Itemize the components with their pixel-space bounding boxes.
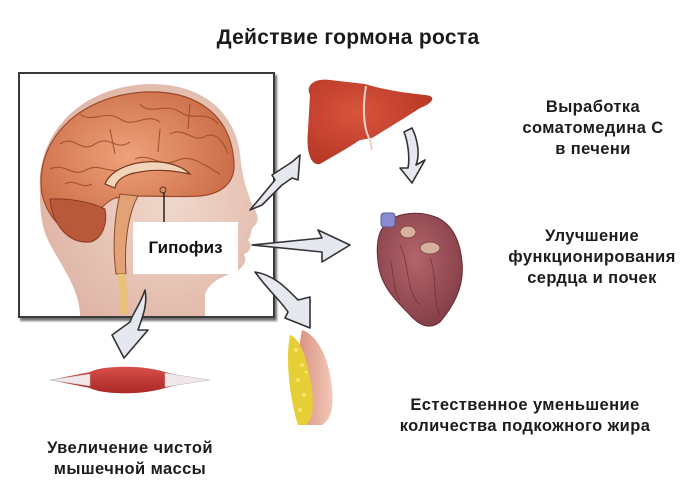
- caption-line: в печени: [555, 140, 631, 158]
- diagram-title: Действие гормона роста: [216, 26, 480, 49]
- caption-heart: Улучшение функционирования сердца и поче…: [488, 226, 696, 289]
- fat-tissue-icon: [287, 330, 333, 425]
- head-image-frame: [18, 72, 275, 318]
- caption-line: Выработка: [545, 98, 641, 116]
- caption-line: Улучшение: [544, 227, 640, 245]
- caption-fat: Естественное уменьшение количества подко…: [360, 395, 690, 437]
- heart-icon: [376, 212, 463, 327]
- arrow-to-liver: [249, 154, 301, 211]
- liver-icon: [307, 79, 433, 165]
- muscle-icon: [49, 366, 211, 394]
- caption-line: сердца и почек: [527, 269, 657, 287]
- pituitary-label: Гипофиз: [133, 222, 238, 274]
- arrow-to-fat: [254, 271, 311, 329]
- caption-muscle: Увеличение чистой мышечной массы: [20, 438, 240, 480]
- arrow-to-muscle: [111, 289, 149, 359]
- caption-line: функционирования: [508, 248, 676, 266]
- caption-line: Естественное уменьшение: [410, 396, 640, 414]
- arrow-liver-down: [399, 127, 426, 184]
- head-brain-illustration: [39, 84, 258, 316]
- caption-line: мышечной массы: [53, 460, 207, 478]
- caption-liver: Выработка соматомедина С в печени: [490, 97, 696, 160]
- caption-line: Увеличение чистой: [47, 439, 213, 457]
- caption-line: количества подкожного жира: [399, 417, 651, 435]
- caption-line: соматомедина С: [522, 119, 664, 137]
- arrow-to-heart: [251, 229, 351, 263]
